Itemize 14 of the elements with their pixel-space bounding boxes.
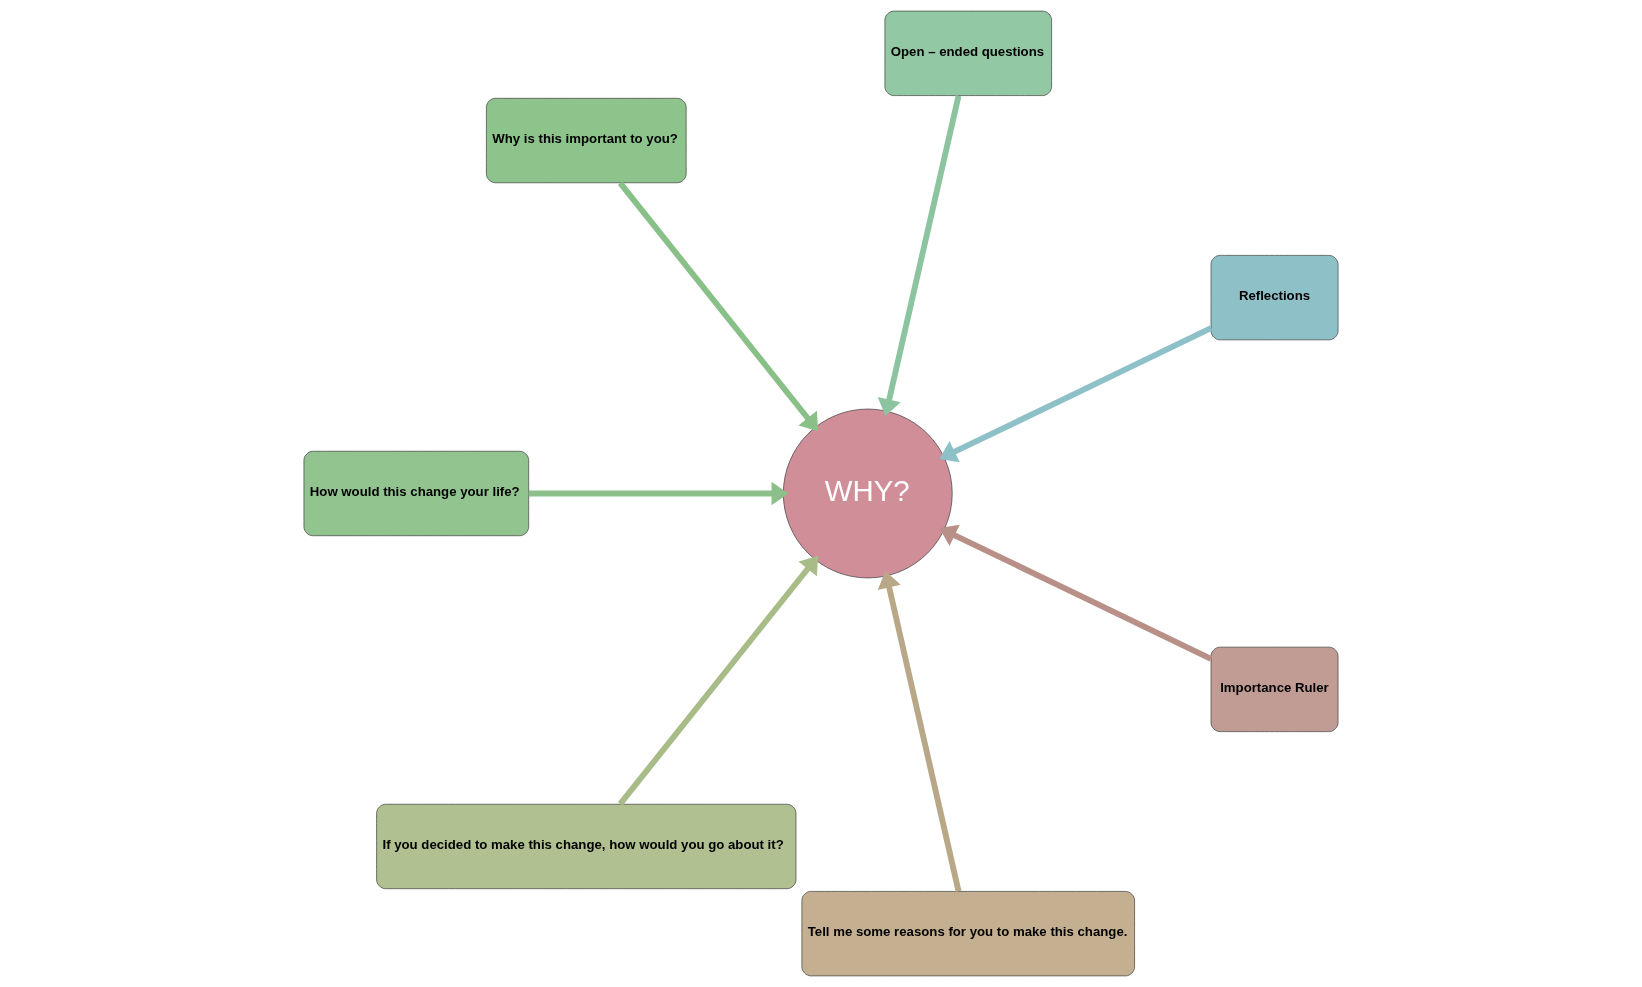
arrow bbox=[877, 95, 962, 417]
node-box: Why is this important to you? bbox=[486, 97, 687, 184]
arrow bbox=[877, 570, 962, 892]
arrow bbox=[617, 181, 819, 432]
node-box: Open – ended questions bbox=[884, 10, 1052, 96]
arrow bbox=[528, 481, 789, 506]
arrow bbox=[617, 555, 819, 806]
node-box: Reflections bbox=[1210, 255, 1339, 341]
node-box: Tell me some reasons for you to make this change. bbox=[801, 891, 1135, 977]
node-box: Importance Ruler bbox=[1210, 646, 1339, 732]
node-box: If you decided to make this change, how would you go about it? bbox=[376, 803, 797, 890]
arrow bbox=[939, 325, 1213, 463]
node-box: How would this change your life? bbox=[303, 450, 530, 537]
arrow bbox=[939, 524, 1213, 662]
